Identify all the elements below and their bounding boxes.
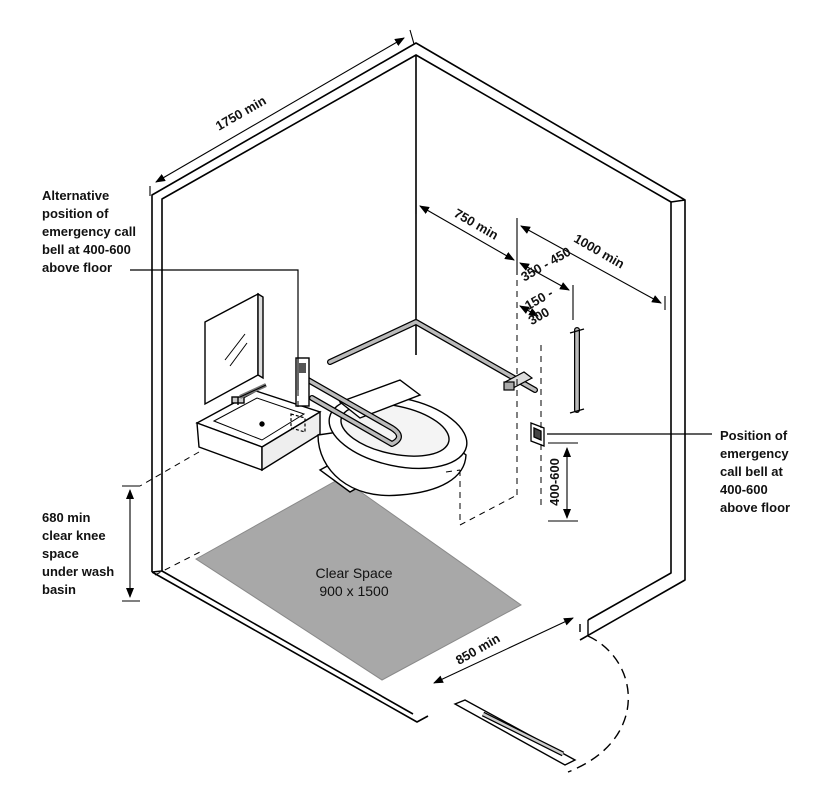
clear-space-size: 900 x 1500: [319, 583, 388, 599]
grab-rails: [295, 319, 585, 447]
dim-bell-height: 400-600: [547, 458, 562, 506]
knee-line-5: basin: [42, 582, 76, 597]
alt-bell-line-1: Alternative: [42, 188, 109, 203]
emergency-call-bell: [530, 422, 545, 447]
dim-rail-height: 350 - 450: [518, 244, 573, 284]
dim-room-width: 1000 min: [571, 231, 627, 272]
room-walls: [151, 42, 686, 723]
knee-line-4: under wash: [42, 564, 114, 579]
knee-line-1: 680 min: [42, 510, 90, 525]
knee-space-note: 680 min clear knee space under wash basi…: [42, 510, 114, 597]
bell-line-5: above floor: [720, 500, 790, 515]
leader-lines: [130, 269, 712, 435]
toilet-roll-holder: [503, 371, 534, 391]
mirror: [204, 292, 264, 406]
door: [453, 620, 629, 773]
hidden-lines: [139, 280, 542, 576]
alt-bell-line-2: position of: [42, 206, 109, 221]
wash-basin: [195, 383, 322, 472]
bell-note: Position of emergency call bell at 400-6…: [720, 428, 790, 515]
dimension-lines: [122, 29, 666, 684]
knee-line-2: clear knee: [42, 528, 106, 543]
alt-bell-line-3: emergency call: [42, 224, 136, 239]
knee-line-3: space: [42, 546, 79, 561]
clear-space-title: Clear Space: [315, 565, 392, 581]
bell-line-4: 400-600: [720, 482, 768, 497]
alt-bell-line-4: bell at 400-600: [42, 242, 131, 257]
alt-bell-line-5: above floor: [42, 260, 112, 275]
bell-line-2: emergency: [720, 446, 789, 461]
bell-line-1: Position of: [720, 428, 788, 443]
dim-wc-to-wall: 750 min: [452, 206, 501, 243]
bell-line-3: call bell at: [720, 464, 784, 479]
alt-emergency-call-bell: [290, 413, 306, 433]
dim-room-depth: 1750 min: [213, 93, 269, 134]
alt-bell-note: Alternative position of emergency call b…: [42, 188, 136, 275]
